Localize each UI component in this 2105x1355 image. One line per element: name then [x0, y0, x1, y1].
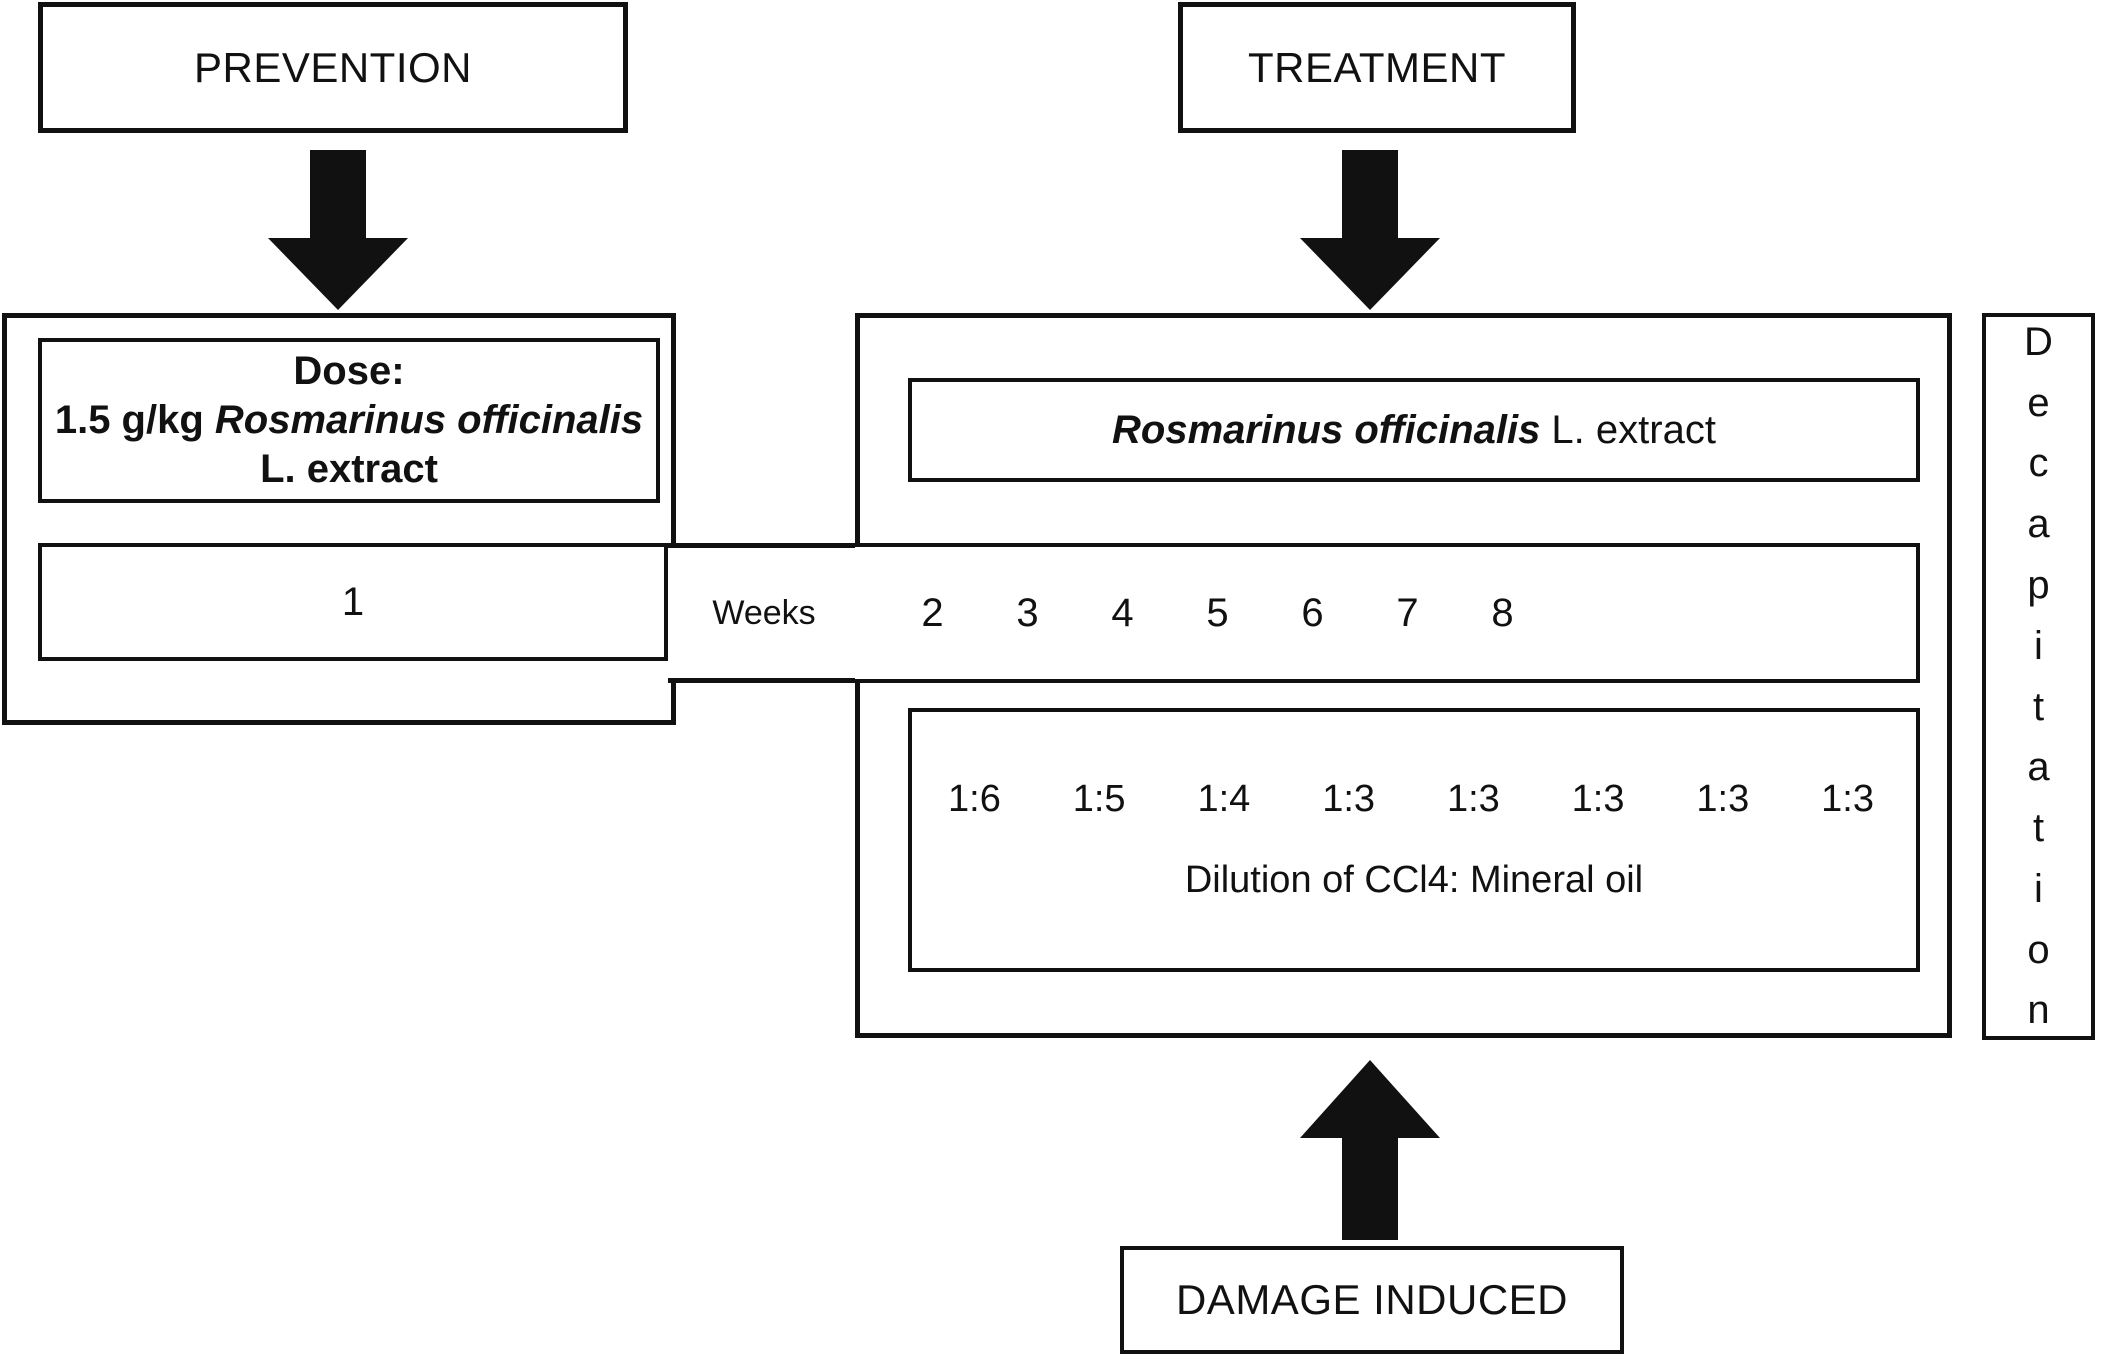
treatment-week-7: 7 [1396, 590, 1419, 635]
dilution-week-6: 1:3 [1571, 778, 1625, 820]
dose-amount: 1.5 g/kg [54, 398, 215, 443]
extract-species: Rosmarinus officinalis [1112, 407, 1541, 452]
dilution-week-8: 1:3 [1821, 778, 1874, 820]
extract-label: Rosmarinus officinalis L. extract [1112, 408, 1716, 453]
dilution-box: 1:6 1:5 1:4 1:3 1:3 1:3 1:3 1:3 Dilution… [908, 708, 1920, 972]
weeks-connector-band: Weeks [668, 543, 860, 683]
prevention-title-box: PREVENTION [38, 2, 628, 133]
treatment-week-8: 8 [1491, 590, 1514, 635]
treatment-weeks-row: 2 3 4 5 6 7 8 [855, 591, 1916, 636]
dilution-week-3: 1:4 [1197, 778, 1251, 820]
treatment-week-2: 2 [921, 590, 944, 635]
treatment-title-label: TREATMENT [1247, 43, 1507, 91]
prevention-title-label: PREVENTION [193, 43, 473, 91]
decapitation-box: D e c a p i t a t i o n [1982, 313, 2095, 1040]
decapitation-letter-8: a [2027, 745, 2050, 790]
dose-box: Dose: 1.5 g/kg Rosmarinus officinalis L.… [38, 338, 660, 503]
dose-species: Rosmarinus officinalis [214, 398, 644, 443]
treatment-week-5: 5 [1206, 590, 1229, 635]
decapitation-letter-4: a [2027, 502, 2050, 547]
decapitation-letter-10: i [2034, 866, 2043, 911]
dose-amount-line: 1.5 g/kg Rosmarinus officinalis [55, 396, 643, 445]
dilution-week-1: 1:6 [948, 778, 1001, 820]
dilution-caption: Dilution of CCl4: Mineral oil [1184, 859, 1644, 901]
dilution-week-7: 1:3 [1696, 778, 1750, 820]
treatment-week-box: 2 3 4 5 6 7 8 [855, 543, 1920, 683]
treatment-week-4: 4 [1111, 590, 1134, 635]
dose-heading: Dose: [293, 349, 405, 394]
rosmarinus-extract-box: Rosmarinus officinalis L. extract [908, 378, 1920, 482]
arrow-down-icon [1300, 150, 1440, 310]
decapitation-letter-11: o [2027, 927, 2050, 972]
dilution-week-5: 1:3 [1446, 778, 1500, 820]
dilution-values-row: 1:6 1:5 1:4 1:3 1:3 1:3 1:3 1:3 [912, 778, 1916, 821]
arrow-down-icon [268, 150, 408, 310]
treatment-title-box: TREATMENT [1178, 2, 1576, 133]
decapitation-letter-6: i [2034, 623, 2043, 668]
damage-induced-box: DAMAGE INDUCED [1120, 1246, 1624, 1354]
decapitation-letter-3: c [2028, 441, 2049, 486]
treatment-week-6: 6 [1301, 590, 1324, 635]
decapitation-letter-1: D [2024, 319, 2053, 364]
decapitation-letter-12: n [2027, 988, 2050, 1033]
decapitation-letter-9: t [2032, 806, 2045, 851]
dilution-week-4: 1:3 [1322, 778, 1376, 820]
arrow-up-icon [1300, 1060, 1440, 1240]
damage-induced-label: DAMAGE INDUCED [1175, 1276, 1569, 1323]
decapitation-letter-2: e [2027, 380, 2050, 425]
extract-suffix: L. extract [1540, 407, 1716, 452]
dose-suffix: L. extract [260, 446, 438, 491]
dilution-week-2: 1:5 [1072, 778, 1126, 820]
prevention-week-box: 1 [38, 543, 668, 661]
weeks-axis-label: Weeks [706, 593, 822, 633]
prevention-week-number: 1 [341, 579, 365, 624]
decapitation-letter-7: t [2032, 684, 2045, 729]
treatment-week-3: 3 [1016, 590, 1039, 635]
decapitation-letter-5: p [2027, 562, 2050, 607]
